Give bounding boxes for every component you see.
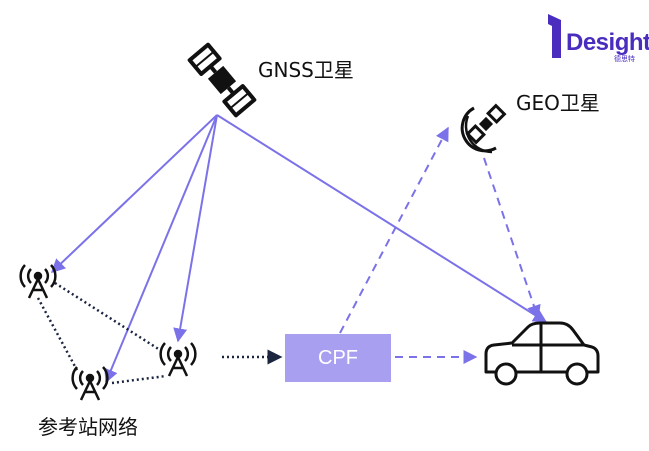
- antenna-tower-icon: [71, 366, 109, 401]
- gnss-signal-arrows: [50, 114, 548, 384]
- correction-arrows: [339, 126, 541, 364]
- brand-logo: [548, 14, 561, 58]
- gnss-satellite-label: GNSS卫星: [258, 58, 354, 82]
- gnss-satellite-icon: [187, 42, 257, 118]
- cpf-box-shape: [285, 334, 391, 382]
- reference-network-links: [36, 281, 283, 385]
- geo-satellite-label: GEO卫星: [516, 91, 600, 115]
- cpf-label: CPF: [318, 346, 358, 369]
- brand-name: Desight: [566, 29, 649, 56]
- antenna-tower-icon: [159, 342, 197, 377]
- antenna-tower-icon: [19, 264, 57, 299]
- car-icon: [484, 321, 600, 386]
- geo-satellite-icon: [460, 103, 507, 154]
- reference-network-label: 参考站网络: [38, 415, 138, 439]
- brand-sub: 德思特: [614, 55, 635, 63]
